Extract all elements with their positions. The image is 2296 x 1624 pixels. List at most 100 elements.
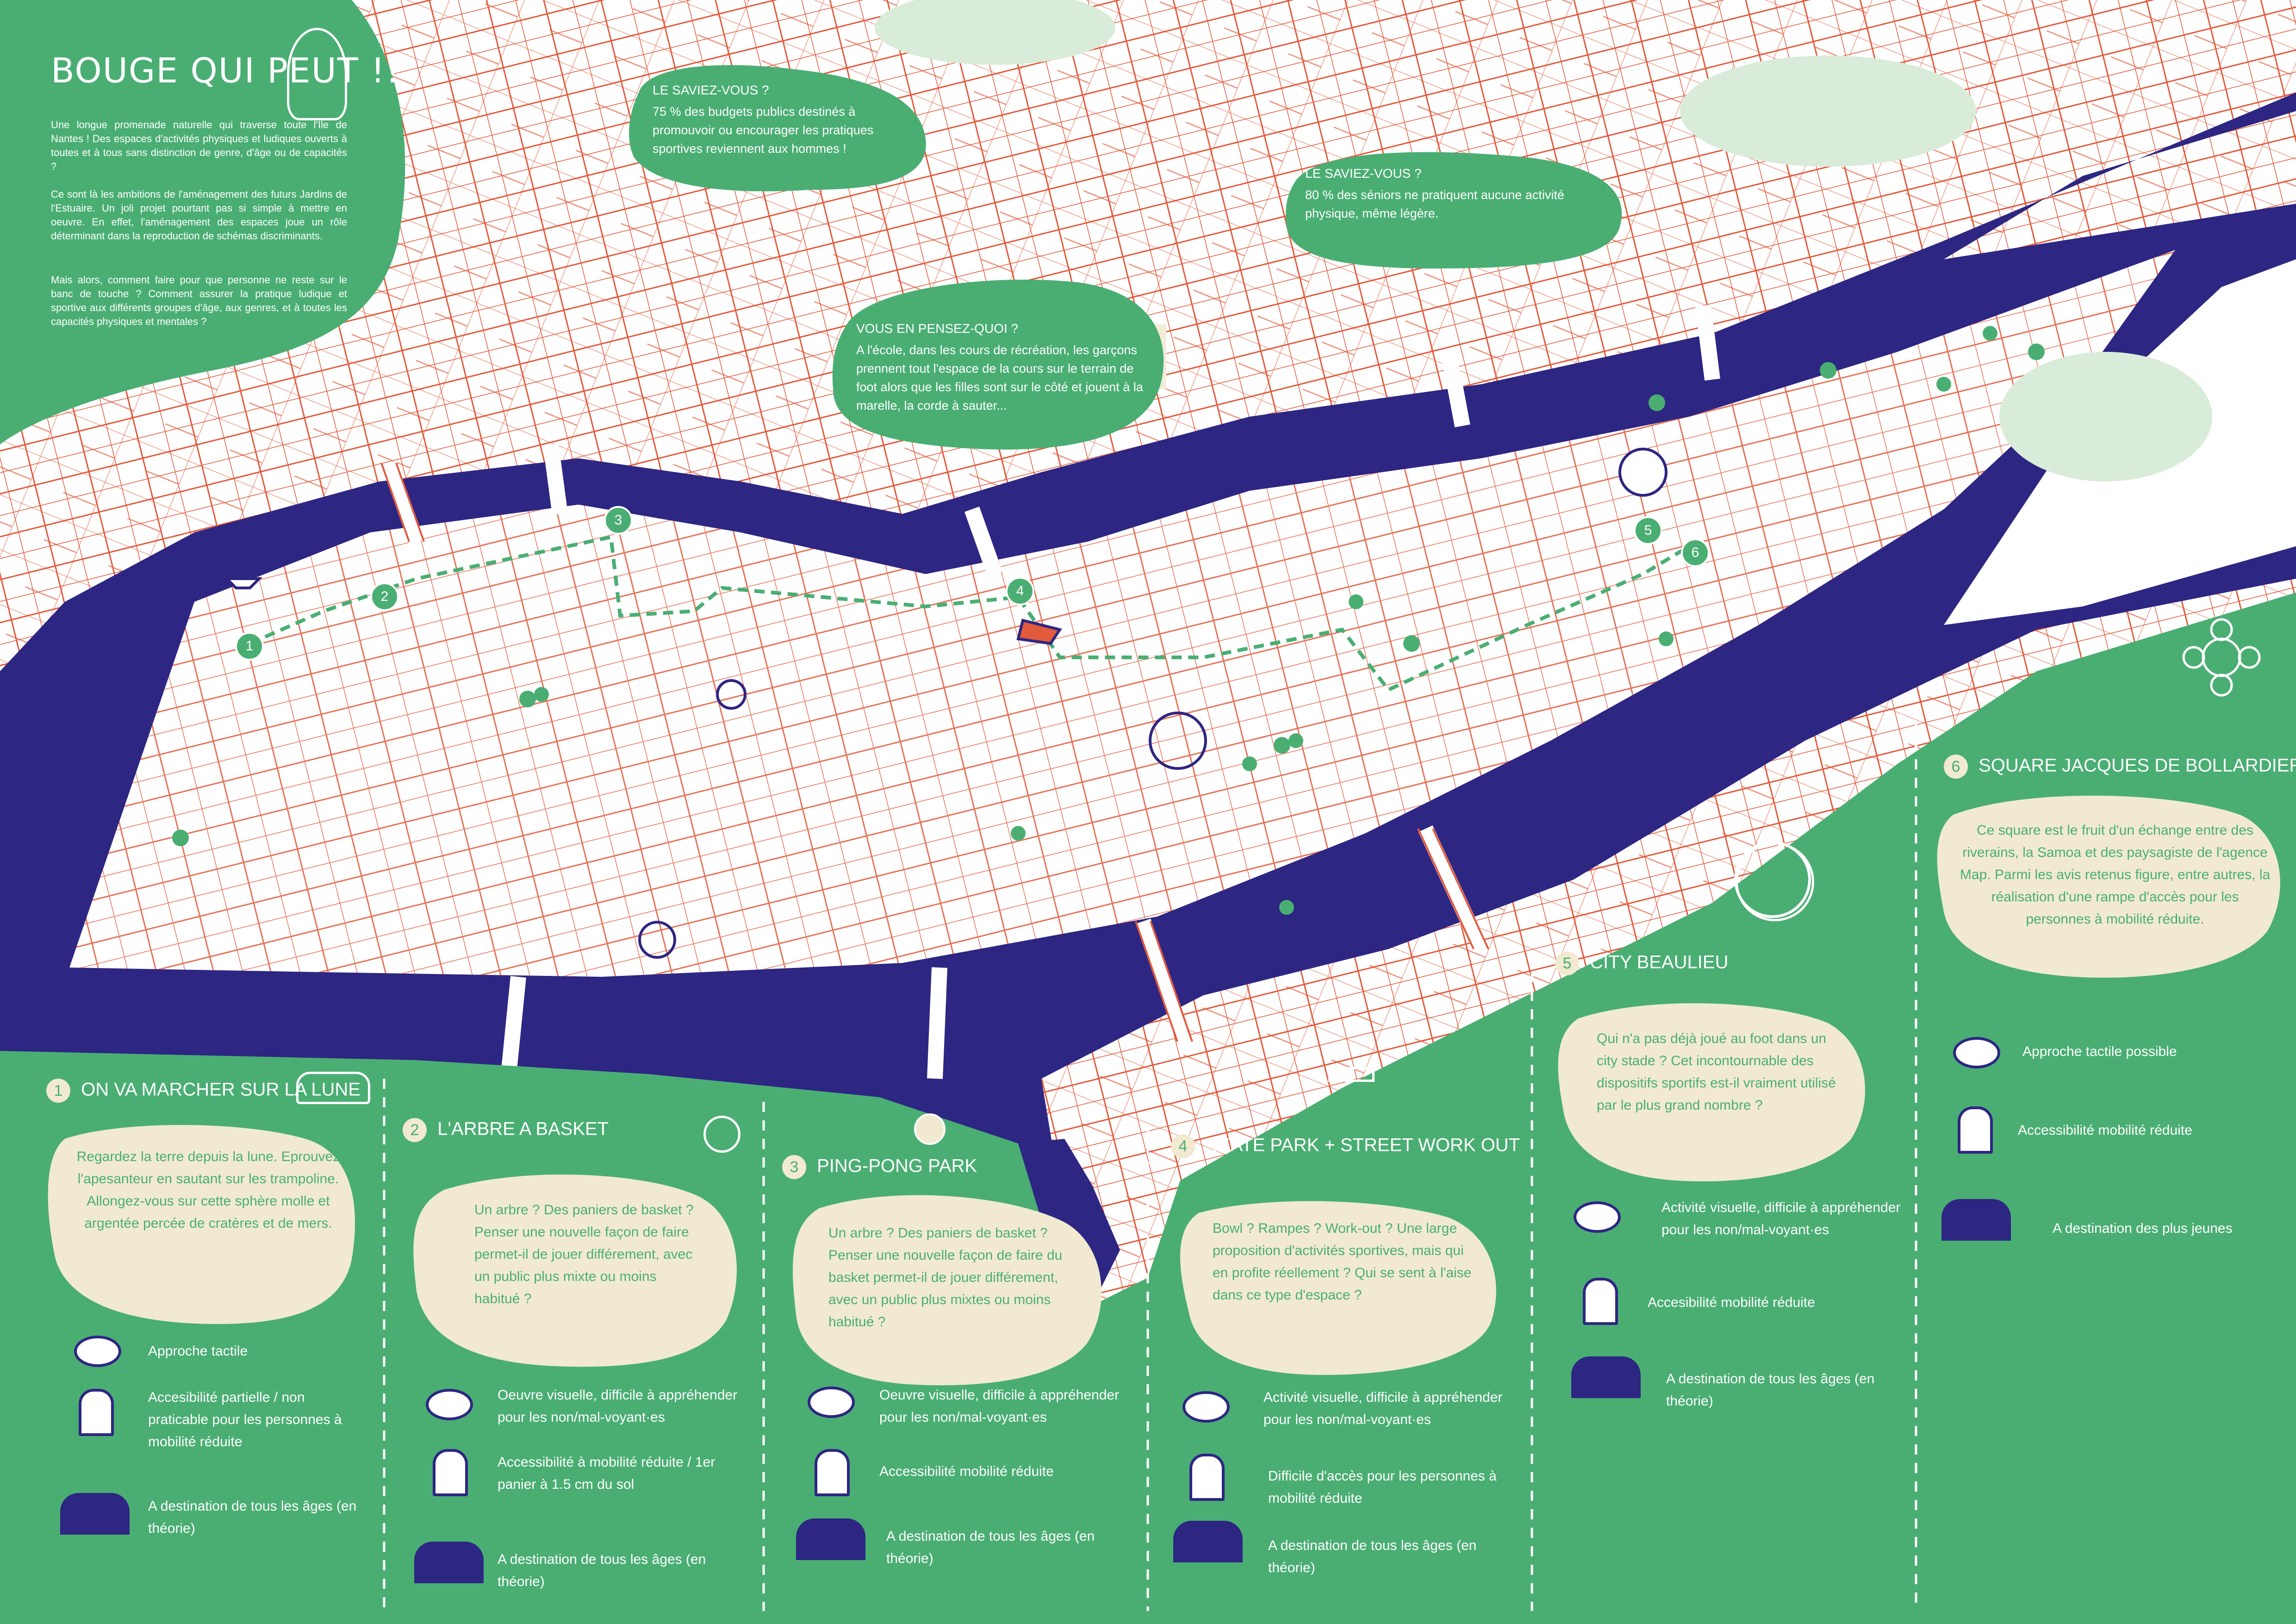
fact-bubble-3-text: A l'école, dans les cours de récréation,…: [856, 343, 1143, 412]
section-3-title-text: PING-PONG PARK: [817, 1156, 977, 1176]
soccer-ball-icon: [1736, 843, 1814, 921]
section-4-item-1: Activité visuelle, difficile à appréhend…: [1263, 1390, 1503, 1427]
basketball-hoop-icon: [703, 1116, 740, 1153]
map-marker-1[interactable]: 1: [235, 632, 264, 661]
section-5-item-2: Accesibilité mobilité réduite: [1648, 1295, 1815, 1310]
section-2-number: 2: [403, 1118, 427, 1142]
section-4-title-text: SKATE PARK + STREET WORK OUT: [1206, 1135, 1520, 1156]
section-3-item-1: Oeuvre visuelle, difficile à appréhender…: [879, 1387, 1120, 1425]
section-1-item-3: A destination de tous les âges (en théor…: [148, 1499, 357, 1536]
column-separators: [383, 722, 1917, 1611]
section-1-item-2: Accesibilité partielle / non praticable …: [148, 1390, 342, 1449]
map-marker-6[interactable]: 6: [1681, 538, 1710, 567]
bubble-shape-1: [629, 65, 926, 192]
section-1-title-text: ON VA MARCHER SUR LA LUNE: [81, 1079, 361, 1100]
section-4-item-2: Difficile d'accès pour les personnes à m…: [1268, 1468, 1497, 1506]
section-1-number: 1: [46, 1079, 70, 1103]
ping-pong-icon: [914, 1113, 946, 1145]
section-3-title: 3 PING-PONG PARK: [782, 1155, 977, 1179]
section-6-title: 6 SQUARE JACQUES DE BOLLARDIERE: [1944, 755, 2296, 779]
door-lock-icon: [1189, 1454, 1225, 1501]
bridges: [381, 304, 1720, 1079]
family-group-icon: [60, 1493, 130, 1535]
eye-icon: [1953, 1037, 2000, 1068]
section-3-item-2: Accessibilité mobilité réduite: [879, 1464, 1054, 1479]
intro-paragraph-2: Ce sont là les ambitions de l'aménagemen…: [51, 188, 347, 242]
door-lock-icon: [815, 1449, 850, 1496]
cream-blobs: [48, 795, 2280, 1386]
eye-crossed-icon: [426, 1389, 473, 1420]
section-3-item-3: A destination de tous les âges (en théor…: [886, 1529, 1095, 1566]
section-2-text: Un arbre ? Des paniers de basket ? Pense…: [474, 1202, 694, 1306]
section-2-item-3: A destination de tous les âges (en théor…: [498, 1552, 706, 1589]
section-6-item-3: A destination des plus jeunes: [2053, 1221, 2233, 1236]
bubble-shape-2: [1286, 152, 1622, 269]
section-5-item-3: A destination de tous les âges (en théor…: [1666, 1371, 1875, 1409]
flower-icon: [2212, 648, 2231, 667]
door-lock-icon: [1958, 1106, 1993, 1154]
section-2-title: 2 L'ARBRE A BASKET: [403, 1118, 609, 1142]
eye-crossed-icon: [808, 1387, 855, 1418]
door-lock-icon: [433, 1449, 468, 1496]
fact-bubble-2-title: LE SAVIEZ-VOUS ?: [1305, 166, 1422, 181]
section-6-title-text: SQUARE JACQUES DE BOLLARDIERE: [1979, 755, 2296, 776]
map-marker-4[interactable]: 4: [1006, 577, 1034, 606]
fact-bubble-3-title: VOUS EN PENSEZ-QUOI ?: [856, 321, 1019, 336]
family-group-icon: [1173, 1521, 1243, 1562]
basketball-player-icon: [287, 28, 347, 120]
section-6-text: Ce square est le fruit d'un échange entr…: [1960, 823, 2271, 927]
section-5-title: 5 CITY BEAULIEU: [1555, 951, 1728, 975]
section-2-item-1: Oeuvre visuelle, difficile à appréhender…: [498, 1387, 738, 1425]
bridge-outlines: [380, 462, 1489, 1042]
fact-bubble-2-text: 80 % des séniors ne pratiquent aucune ac…: [1305, 188, 1564, 220]
section-4-text: Bowl ? Rampes ? Work-out ? Une large pro…: [1213, 1221, 1472, 1303]
family-group-crossed-icon: [1941, 1199, 2011, 1241]
map-marker-3[interactable]: 3: [604, 506, 633, 535]
fact-bubble-1-text: 75 % des budgets publics destinés à prom…: [653, 105, 874, 156]
sneakers-icon: [296, 1072, 370, 1104]
section-6-number: 6: [1944, 755, 1968, 779]
bubble-shape-3: [832, 280, 1164, 450]
section-3-number: 3: [782, 1155, 806, 1179]
tree-icons: [172, 326, 2045, 915]
family-group-icon: [1571, 1356, 1641, 1398]
promenade-route: [249, 535, 1691, 692]
section-6-item-1: Approche tactile possible: [2022, 1044, 2177, 1059]
legend-flower: [2182, 618, 2261, 697]
intro-paragraph-1: Une longue promenade naturelle qui trave…: [51, 119, 347, 172]
door-lock-icon: [1583, 1278, 1618, 1325]
section-5-text: Qui n'a pas déjà joué au foot dans un ci…: [1597, 1031, 1836, 1113]
eye-crossed-icon: [1574, 1201, 1621, 1233]
section-4-number: 4: [1171, 1134, 1195, 1158]
dumbbell-icon: [1328, 1067, 1375, 1082]
map-illustrations: [223, 448, 1811, 959]
section-2-title-text: L'ARBRE A BASKET: [437, 1118, 609, 1139]
family-group-icon: [414, 1542, 484, 1583]
map-marker-5[interactable]: 5: [1634, 516, 1662, 545]
section-5-number: 5: [1555, 951, 1579, 975]
fact-bubble-1-title: LE SAVIEZ-VOUS ?: [653, 83, 769, 97]
eye-icon: [74, 1336, 121, 1367]
ile-de-nantes-streets: [69, 250, 2175, 977]
intro-paragraph-3: Mais alors, comment faire pour que perso…: [51, 274, 347, 327]
east-island-park: [1999, 352, 2212, 481]
section-5-item-1: Activité visuelle, difficile à appréhend…: [1661, 1200, 1901, 1237]
section-1-title: 1 ON VA MARCHER SUR LA LUNE: [46, 1079, 361, 1103]
fact-bubble-3: VOUS EN PENSEZ-QUOI ? A l'école, dans le…: [856, 319, 1148, 415]
map-marker-2[interactable]: 2: [370, 582, 399, 611]
family-group-icon: [796, 1518, 865, 1560]
door-lock-crossed-icon: [79, 1389, 114, 1436]
section-6-item-2: Accessibilité mobilité réduite: [2018, 1123, 2192, 1138]
fact-bubble-2: LE SAVIEZ-VOUS ? 80 % des séniors ne pra…: [1305, 164, 1601, 223]
intro-title: BOUGE QUI PEUT !!: [51, 51, 400, 91]
section-4-title: 4 SKATE PARK + STREET WORK OUT: [1171, 1134, 1520, 1158]
section-5-title-text: CITY BEAULIEU: [1590, 952, 1729, 973]
section-3-text: Un arbre ? Des paniers de basket ? Pense…: [828, 1225, 1063, 1330]
section-2-item-2: Accessibilité à mobilité réduite / 1er p…: [498, 1455, 716, 1492]
fact-bubble-1: LE SAVIEZ-VOUS ? 75 % des budgets public…: [653, 81, 912, 158]
section-1-text: Regardez la terre depuis la lune. Eprouv…: [76, 1149, 340, 1231]
eye-crossed-icon: [1182, 1391, 1230, 1423]
section-1-item-1: Approche tactile: [148, 1343, 248, 1359]
section-4-item-3: A destination de tous les âges (en théor…: [1268, 1538, 1477, 1575]
